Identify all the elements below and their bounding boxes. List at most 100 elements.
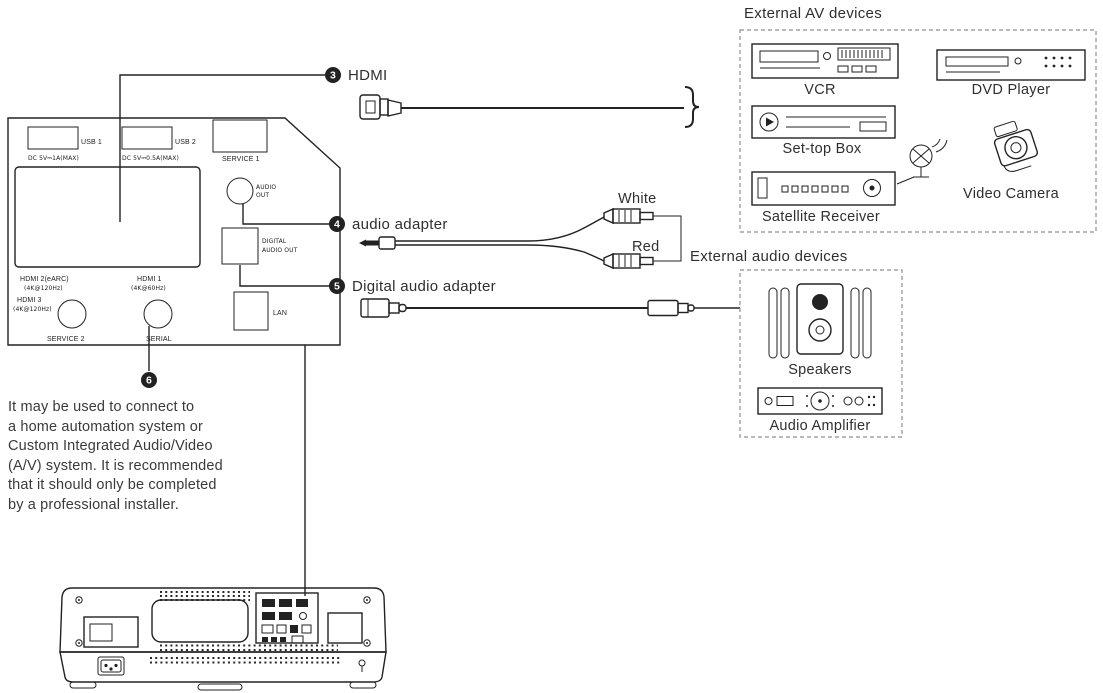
- white-rca-tip: [639, 211, 654, 221]
- callout-5-line: [239, 265, 330, 287]
- receiver-knob-dot: [869, 185, 875, 191]
- stb-display: [859, 121, 887, 132]
- vcr-cassette-slot: [759, 50, 819, 63]
- service2-port-label: SERVICE 2: [47, 336, 85, 343]
- receiver-grille: [781, 185, 849, 193]
- hdmi1-port-label: HDMI 1: [137, 276, 162, 283]
- hdmi-plug-tip: [387, 99, 402, 117]
- projector-rear-illustration: [59, 587, 387, 691]
- callout-6-number: 6: [146, 375, 152, 387]
- receiver-display: [757, 177, 768, 199]
- hdmi3-port-spec: (4K@120Hz): [13, 306, 52, 313]
- satellite-receiver-illustration: [751, 138, 948, 206]
- speaker-woofer-center: [815, 325, 825, 335]
- hdmi-plug-body: [359, 94, 381, 120]
- vcr-display: [837, 47, 891, 61]
- amp-small-knob-2: [843, 396, 853, 406]
- projector-right-module: [327, 612, 363, 644]
- lan-port: [233, 291, 269, 331]
- speaker-bar-3: [850, 287, 860, 359]
- service1-port-label: SERVICE 1: [222, 156, 260, 163]
- usb1-port: [27, 126, 79, 150]
- vcr-knob: [823, 52, 831, 60]
- panel-outline: [7, 117, 341, 346]
- vcr-button-1: [837, 65, 849, 73]
- white-rca-taper: [603, 207, 614, 225]
- power-inlet-icon: [97, 656, 125, 676]
- red-plug-label: Red: [632, 239, 659, 255]
- av-devices-title: External AV devices: [744, 5, 882, 22]
- hdmi-plug-neck: [379, 98, 389, 116]
- vcr-display-bars: [841, 50, 883, 58]
- callout-5-label: Digital audio adapter: [352, 278, 496, 295]
- callout-audio-adapter: 4 audio adapter: [242, 204, 447, 233]
- jack-tip: [359, 239, 366, 247]
- callout-hdmi: 3 HDMI: [119, 67, 387, 222]
- projector-power-module-inner: [89, 623, 113, 642]
- camera-viewfinder: [993, 120, 1018, 138]
- hdmi2-port-label: HDMI 2(eARC): [20, 276, 69, 283]
- amp-right-dots: [867, 395, 876, 407]
- callout-digital-audio-adapter: 5 Digital audio adapter: [239, 265, 496, 295]
- white-wire: [395, 216, 605, 242]
- vcr-body: [751, 43, 899, 79]
- lan-port-label: LAN: [273, 310, 287, 317]
- audio-amplifier-illustration: [757, 387, 883, 415]
- projector-vents-bottom: [160, 644, 338, 651]
- stb-power-ring: [759, 112, 779, 132]
- optical-plug-tip: [398, 303, 407, 313]
- serial-port-label: SERIAL: [146, 336, 172, 343]
- amp-small-knob-3: [854, 396, 864, 406]
- camera-handle: [1003, 165, 1032, 173]
- optical-plug-body: [360, 298, 390, 318]
- video-camera-label: Video Camera: [963, 186, 1060, 202]
- speaker-center-body: [796, 283, 844, 355]
- hdmi-port-block: [14, 166, 201, 268]
- speakers-illustration: [768, 283, 872, 359]
- jack-body: [378, 236, 396, 250]
- service1-port: [212, 119, 268, 153]
- speaker-bar-1: [768, 287, 778, 359]
- projector-lens-module: [151, 599, 249, 643]
- rca-bracket: [672, 215, 682, 262]
- digital-audio-cable-illustration: [360, 298, 740, 318]
- port-cluster-outline: [255, 592, 319, 644]
- external-audio-devices-group: External audio devices Speakers: [690, 248, 903, 438]
- vcr-button-3: [865, 65, 877, 73]
- audio-devices-title: External audio devices: [690, 248, 848, 265]
- projector-vents-top: [160, 591, 250, 601]
- digital-audio-out-label-1: DIGITAL: [262, 238, 287, 245]
- optical-plug2-neck: [677, 302, 689, 314]
- callout-4-badge: [329, 216, 345, 232]
- dvd-player-label: DVD Player: [972, 82, 1051, 98]
- amp-volume-knob: [810, 391, 830, 411]
- stb-body: [751, 105, 896, 139]
- usb2-port: [121, 126, 173, 150]
- white-rca-ridges: [618, 210, 632, 222]
- speaker-bar-2: [780, 287, 790, 359]
- hdmi-plug-detail: [365, 100, 376, 114]
- usb1-port-spec: DC 5V⎓1A(MAX): [28, 155, 79, 162]
- serial-port: [143, 299, 173, 329]
- amp-small-knob-1: [764, 397, 773, 405]
- audio-out-label-2: OUT: [256, 192, 269, 199]
- callout-5-number: 5: [334, 281, 340, 293]
- callout-6-badge: [141, 372, 157, 388]
- satellite-receiver-label: Satellite Receiver: [762, 209, 880, 225]
- hdmi3-port-label: HDMI 3: [17, 297, 42, 304]
- usb1-port-label: USB 1: [81, 139, 102, 146]
- dvd-tray: [945, 56, 1009, 67]
- service2-port: [57, 299, 87, 329]
- callout-serial: 6: [141, 326, 157, 388]
- amp-knob-dots: [806, 395, 834, 407]
- amp-display: [776, 396, 794, 406]
- port-cluster-details: [261, 599, 312, 644]
- hdmi2-port-spec: (4K@120Hz): [24, 285, 63, 292]
- connection-panel-illustration: USB 1 DC 5V⎓1A(MAX) USB 2 DC 5V⎓0.5A(MAX…: [7, 117, 341, 346]
- white-rca-body: [612, 208, 641, 224]
- external-av-devices-group: External AV devices VCR DVD Player: [739, 5, 1097, 233]
- dvd-dots: [1044, 56, 1072, 68]
- red-rca-ridges: [618, 255, 632, 267]
- receiver-knob: [863, 179, 881, 197]
